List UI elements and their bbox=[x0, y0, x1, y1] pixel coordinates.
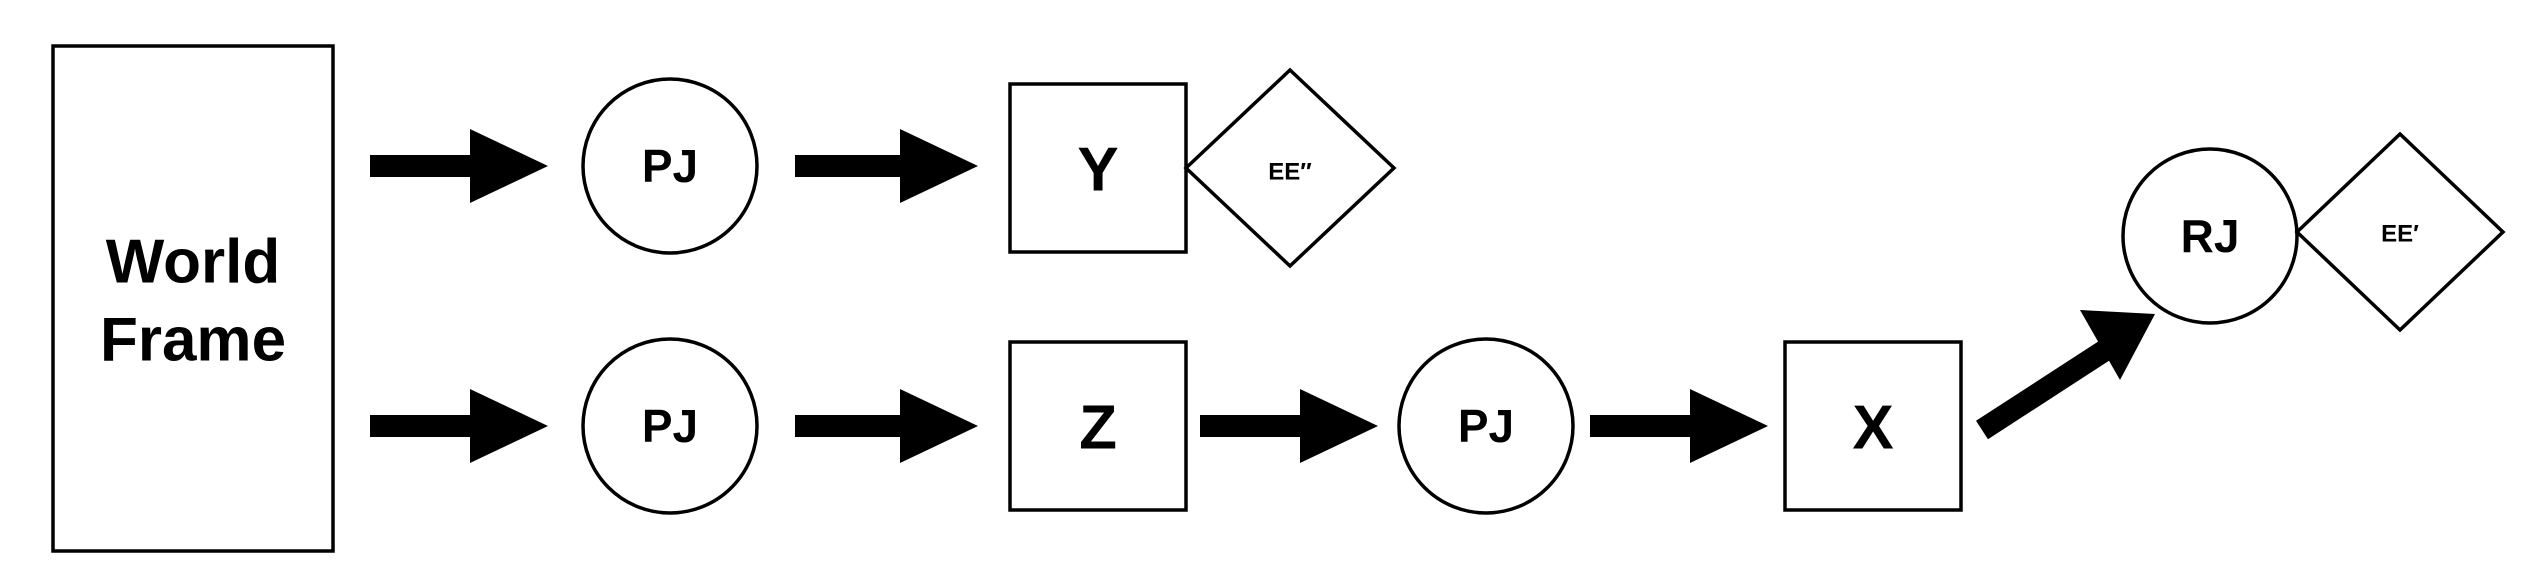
arrow-world-to-pj-bottom bbox=[370, 389, 548, 463]
arrow-pj-to-x bbox=[1590, 389, 1768, 463]
pj-bottom-1-label: PJ bbox=[642, 400, 698, 452]
arrow-world-to-pj-top bbox=[370, 129, 548, 203]
y-label: Y bbox=[1077, 136, 1118, 205]
z-label: Z bbox=[1079, 394, 1117, 463]
arrow-pj-bottom-to-z bbox=[795, 389, 978, 463]
x-label: X bbox=[1852, 394, 1893, 463]
rj-label: RJ bbox=[2181, 210, 2240, 262]
world-frame-node: World Frame bbox=[51, 44, 335, 553]
x-node: X bbox=[1783, 340, 1963, 512]
pj-top-label: PJ bbox=[642, 140, 698, 192]
pj-top-node: PJ bbox=[581, 77, 759, 255]
ee-double-prime-node: EE′′ bbox=[1183, 67, 1397, 269]
arrow-z-to-pj bbox=[1200, 389, 1378, 463]
ee-double-prime-label: EE′′ bbox=[1268, 159, 1312, 186]
arrow-x-to-rj bbox=[1976, 310, 2155, 440]
world-frame-label-line1: World bbox=[106, 228, 281, 297]
rj-node: RJ bbox=[2121, 147, 2299, 325]
z-node: Z bbox=[1008, 340, 1188, 512]
ee-prime-node: EE′ bbox=[2294, 131, 2506, 333]
ee-prime-label: EE′ bbox=[2381, 221, 2419, 248]
pj-bottom-2-node: PJ bbox=[1397, 337, 1575, 515]
pj-bottom-2-label: PJ bbox=[1458, 400, 1514, 452]
pj-bottom-1-node: PJ bbox=[581, 337, 759, 515]
world-frame-label-line2: Frame bbox=[100, 306, 286, 375]
arrow-pj-top-to-y bbox=[795, 129, 978, 203]
y-node: Y bbox=[1008, 82, 1188, 254]
